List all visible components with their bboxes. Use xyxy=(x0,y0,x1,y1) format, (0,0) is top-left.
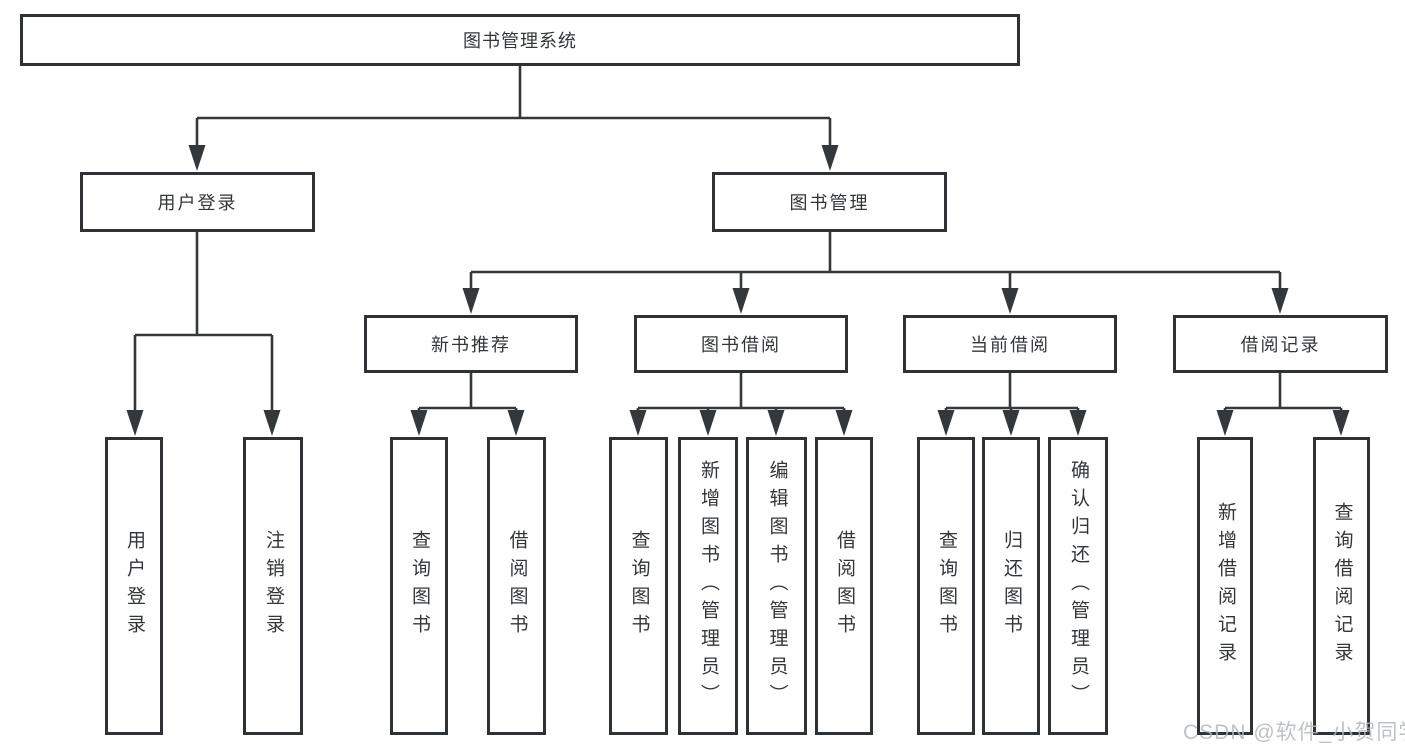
node-label: 确认归还（管理员） xyxy=(1067,460,1089,712)
node-label: 借阅图书 xyxy=(833,530,855,642)
arrow-down-icon xyxy=(1271,288,1289,314)
node-label: 图书管理 xyxy=(789,193,870,213)
node-leaf-borrow-books: 借阅图书 xyxy=(815,437,873,735)
node-label: 新增借阅记录 xyxy=(1214,502,1236,670)
node-leaf-borrow-books-new: 借阅图书 xyxy=(487,437,546,735)
connector-borrow-record-to-leaves xyxy=(1223,373,1343,414)
node-label: 图书借阅 xyxy=(701,335,781,355)
connector-book-mgmt-to-level3 xyxy=(469,232,1282,292)
node-label: 新增图书（管理员） xyxy=(697,460,719,712)
arrow-down-icon xyxy=(263,410,281,436)
node-leaf-add-borrow-record: 新增借阅记录 xyxy=(1197,437,1253,735)
node-label: 借阅记录 xyxy=(1240,335,1321,355)
node-label: 查询图书 xyxy=(408,530,430,642)
node-leaf-user-login: 用户登录 xyxy=(105,437,163,735)
arrow-down-icon xyxy=(462,288,480,314)
node-label: 用户登录 xyxy=(123,530,145,642)
arrow-down-icon xyxy=(629,410,647,436)
node-book-management: 图书管理 xyxy=(712,172,947,232)
node-label: 图书管理系统 xyxy=(463,31,577,51)
arrow-down-icon xyxy=(732,288,750,314)
node-root-library-system: 图书管理系统 xyxy=(20,14,1020,66)
connector-user-login-to-leaves xyxy=(133,232,274,414)
node-book-borrow: 图书借阅 xyxy=(634,315,848,373)
connector-root-to-level2 xyxy=(195,66,832,150)
arrow-down-icon xyxy=(507,410,525,436)
node-label: 查询图书 xyxy=(935,530,957,642)
node-borrow-record: 借阅记录 xyxy=(1173,315,1388,373)
arrow-down-icon xyxy=(1001,288,1019,314)
csdn-watermark: CSDN @软件_小贺同学 xyxy=(1183,721,1405,744)
node-leaf-confirm-return-admin: 确认归还（管理员） xyxy=(1048,437,1108,735)
node-label: 当前借阅 xyxy=(970,335,1050,355)
arrow-down-icon xyxy=(937,410,955,436)
node-leaf-add-books-admin: 新增图书（管理员） xyxy=(678,437,738,735)
connector-current-borrow-to-leaves xyxy=(944,373,1080,414)
node-current-borrow: 当前借阅 xyxy=(903,315,1117,373)
arrow-down-icon xyxy=(1216,410,1234,436)
node-leaf-query-books-current: 查询图书 xyxy=(917,437,975,735)
arrow-down-icon xyxy=(126,410,144,436)
node-leaf-edit-books-admin: 编辑图书（管理员） xyxy=(746,437,807,735)
arrow-down-icon xyxy=(835,410,853,436)
connector-book-borrow-to-leaves xyxy=(636,373,846,414)
node-label: 归还图书 xyxy=(1000,530,1022,642)
node-leaf-query-books-borrow: 查询图书 xyxy=(609,437,668,735)
node-label: 查询图书 xyxy=(628,530,650,642)
node-label: 新书推荐 xyxy=(431,335,511,355)
arrow-down-icon xyxy=(1069,410,1087,436)
node-leaf-query-books-new: 查询图书 xyxy=(390,437,448,735)
arrow-down-icon xyxy=(410,410,428,436)
arrow-down-icon xyxy=(699,410,717,436)
arrow-down-icon xyxy=(188,145,206,171)
node-label: 注销登录 xyxy=(262,530,284,642)
node-label: 借阅图书 xyxy=(506,530,528,642)
node-label: 编辑图书（管理员） xyxy=(766,460,788,712)
node-leaf-return-books: 归还图书 xyxy=(982,437,1040,735)
node-user-login: 用户登录 xyxy=(80,172,315,232)
node-leaf-query-borrow-record: 查询借阅记录 xyxy=(1313,437,1370,735)
node-leaf-logout: 注销登录 xyxy=(243,437,303,735)
arrow-down-icon xyxy=(821,145,839,171)
arrow-down-icon xyxy=(1332,410,1350,436)
connector-new-book-to-leaves xyxy=(417,373,518,414)
arrow-down-icon xyxy=(767,410,785,436)
node-label: 用户登录 xyxy=(157,193,238,213)
arrow-down-icon xyxy=(1002,410,1020,436)
node-new-book-recommend: 新书推荐 xyxy=(364,315,578,373)
node-label: 查询借阅记录 xyxy=(1331,502,1353,670)
